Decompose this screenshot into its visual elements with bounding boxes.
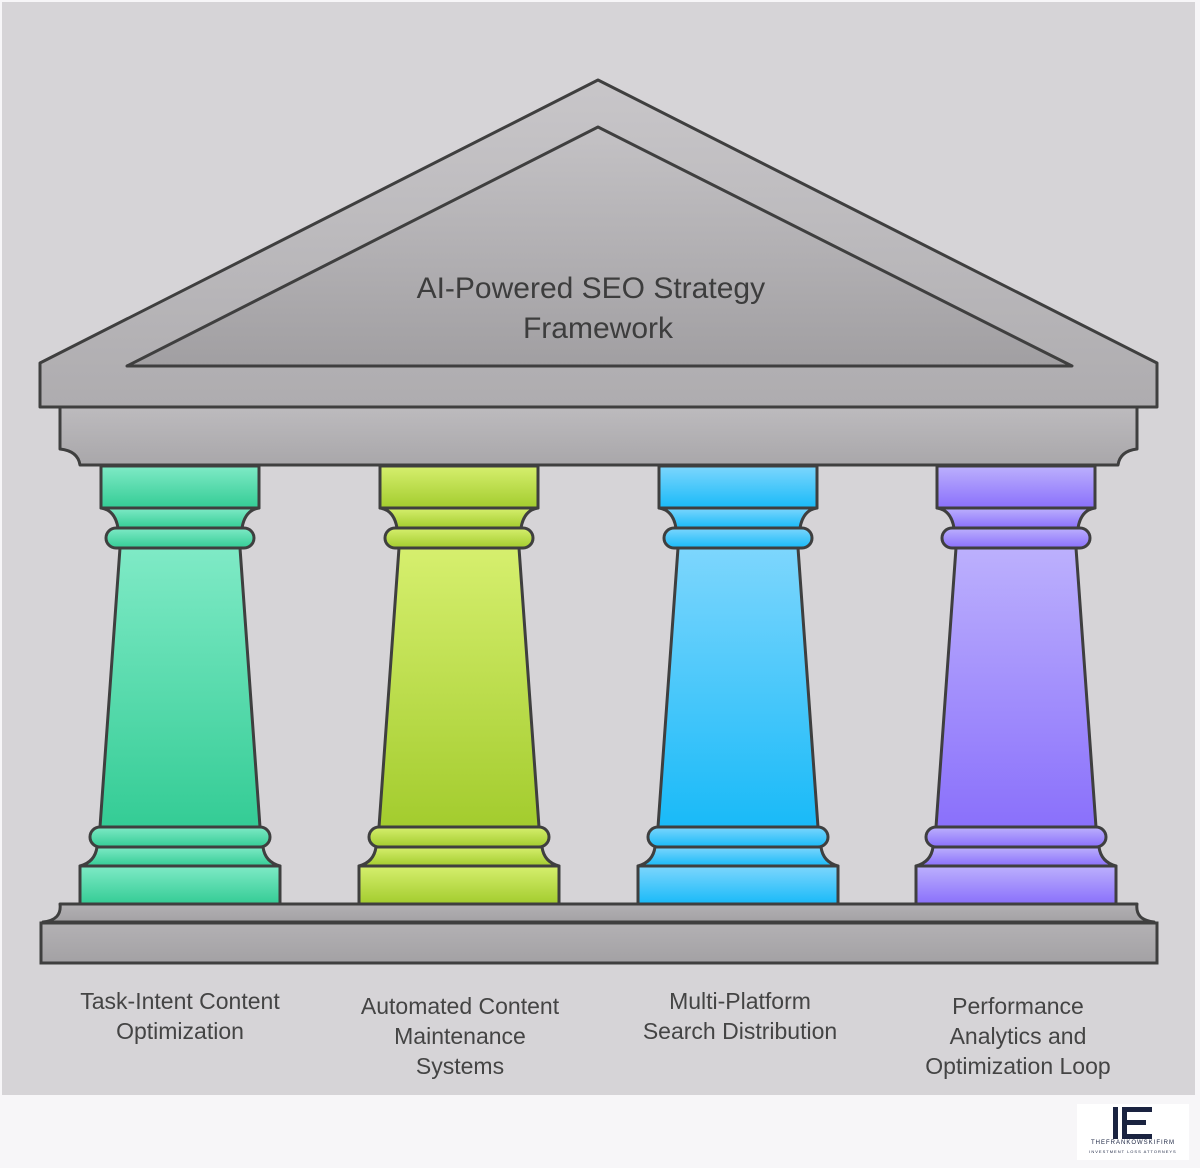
pillar-lower-ring bbox=[367, 825, 551, 849]
pillar-plinth bbox=[357, 864, 561, 906]
pillar-label-task-intent-content: Task-Intent Content Optimization bbox=[42, 986, 318, 1046]
pillar-label-multi-platform: Multi-Platform Search Distribution bbox=[602, 986, 878, 1046]
pillar-lower-ring bbox=[88, 825, 272, 849]
pillar-label-line: Performance bbox=[952, 993, 1084, 1019]
pillar-label-line: Optimization bbox=[116, 1018, 244, 1044]
pillar-neck bbox=[378, 506, 540, 530]
pillar-shaft bbox=[98, 546, 262, 829]
diagram-title: AI-Powered SEO Strategy Framework bbox=[417, 272, 774, 345]
pillar-neck bbox=[657, 506, 819, 530]
pillar-upper-ring bbox=[940, 526, 1092, 550]
diagram-title-line-2: Framework bbox=[523, 312, 674, 345]
pillar-label-line: Task-Intent Content bbox=[80, 988, 280, 1014]
pillar-upper-ring bbox=[662, 526, 814, 550]
pillar-capital bbox=[378, 464, 540, 510]
pillar-plinth bbox=[78, 864, 282, 906]
pillar-capital bbox=[99, 464, 261, 510]
pillar-base-flare bbox=[357, 845, 561, 868]
pillar-neck bbox=[99, 506, 261, 530]
pillar-label-line: Automated Content bbox=[360, 993, 560, 1019]
pillar-plinth bbox=[636, 864, 840, 906]
temple-diagram: AI-Powered SEO Strategy Framework bbox=[38, 78, 1159, 965]
pillar-multi-platform bbox=[636, 464, 840, 906]
pillar-base-flare bbox=[78, 845, 282, 868]
firm-logo: THEFRANKOWSKIFIRM INVESTMENT LOSS ATTORN… bbox=[1077, 1104, 1189, 1160]
temple-base-top-step bbox=[41, 902, 1156, 924]
pillar-label-line: Analytics and bbox=[949, 1023, 1087, 1049]
pillar-upper-ring bbox=[104, 526, 256, 550]
pillar-label-line: Optimization Loop bbox=[925, 1053, 1111, 1079]
pillar-label-line: Multi-Platform bbox=[669, 988, 811, 1014]
pillar-label-line: Search Distribution bbox=[642, 1018, 838, 1044]
temple-base bbox=[39, 921, 1159, 965]
pillar-shaft bbox=[377, 546, 541, 829]
pillar-label-automated-content: Automated Content Maintenance Systems bbox=[322, 991, 598, 1081]
fe-monogram-icon bbox=[1113, 1107, 1152, 1139]
pillar-lower-ring bbox=[646, 825, 830, 849]
pillar-capital bbox=[935, 464, 1097, 510]
pillar-shaft bbox=[656, 546, 820, 829]
pillar-base-flare bbox=[914, 845, 1118, 868]
pillar-neck bbox=[935, 506, 1097, 530]
pillar-task-intent-content bbox=[78, 464, 282, 906]
pillar-shaft bbox=[934, 546, 1098, 829]
pillar-upper-ring bbox=[383, 526, 535, 550]
pillar-lower-ring bbox=[924, 825, 1108, 849]
pillar-performance-analytics bbox=[914, 464, 1118, 906]
logo-tagline: INVESTMENT LOSS ATTORNEYS bbox=[1089, 1149, 1177, 1154]
pillar-capital bbox=[657, 464, 819, 510]
pillars-group bbox=[78, 464, 1118, 906]
pillar-label-performance-analytics: Performance Analytics and Optimization L… bbox=[880, 991, 1156, 1081]
diagram-panel: AI-Powered SEO Strategy Framework Task-I… bbox=[2, 2, 1195, 1095]
diagram-title-line-1: AI-Powered SEO Strategy bbox=[417, 272, 766, 305]
pillar-automated-content bbox=[357, 464, 561, 906]
pillar-base-flare bbox=[636, 845, 840, 868]
pillar-label-line: Maintenance bbox=[394, 1023, 526, 1049]
pillar-plinth bbox=[914, 864, 1118, 906]
temple-architrave bbox=[58, 405, 1139, 467]
temple-pediment bbox=[125, 125, 1074, 368]
logo-firm-name: THEFRANKOWSKIFIRM bbox=[1091, 1140, 1175, 1146]
pillar-label-line: Systems bbox=[415, 1053, 505, 1079]
